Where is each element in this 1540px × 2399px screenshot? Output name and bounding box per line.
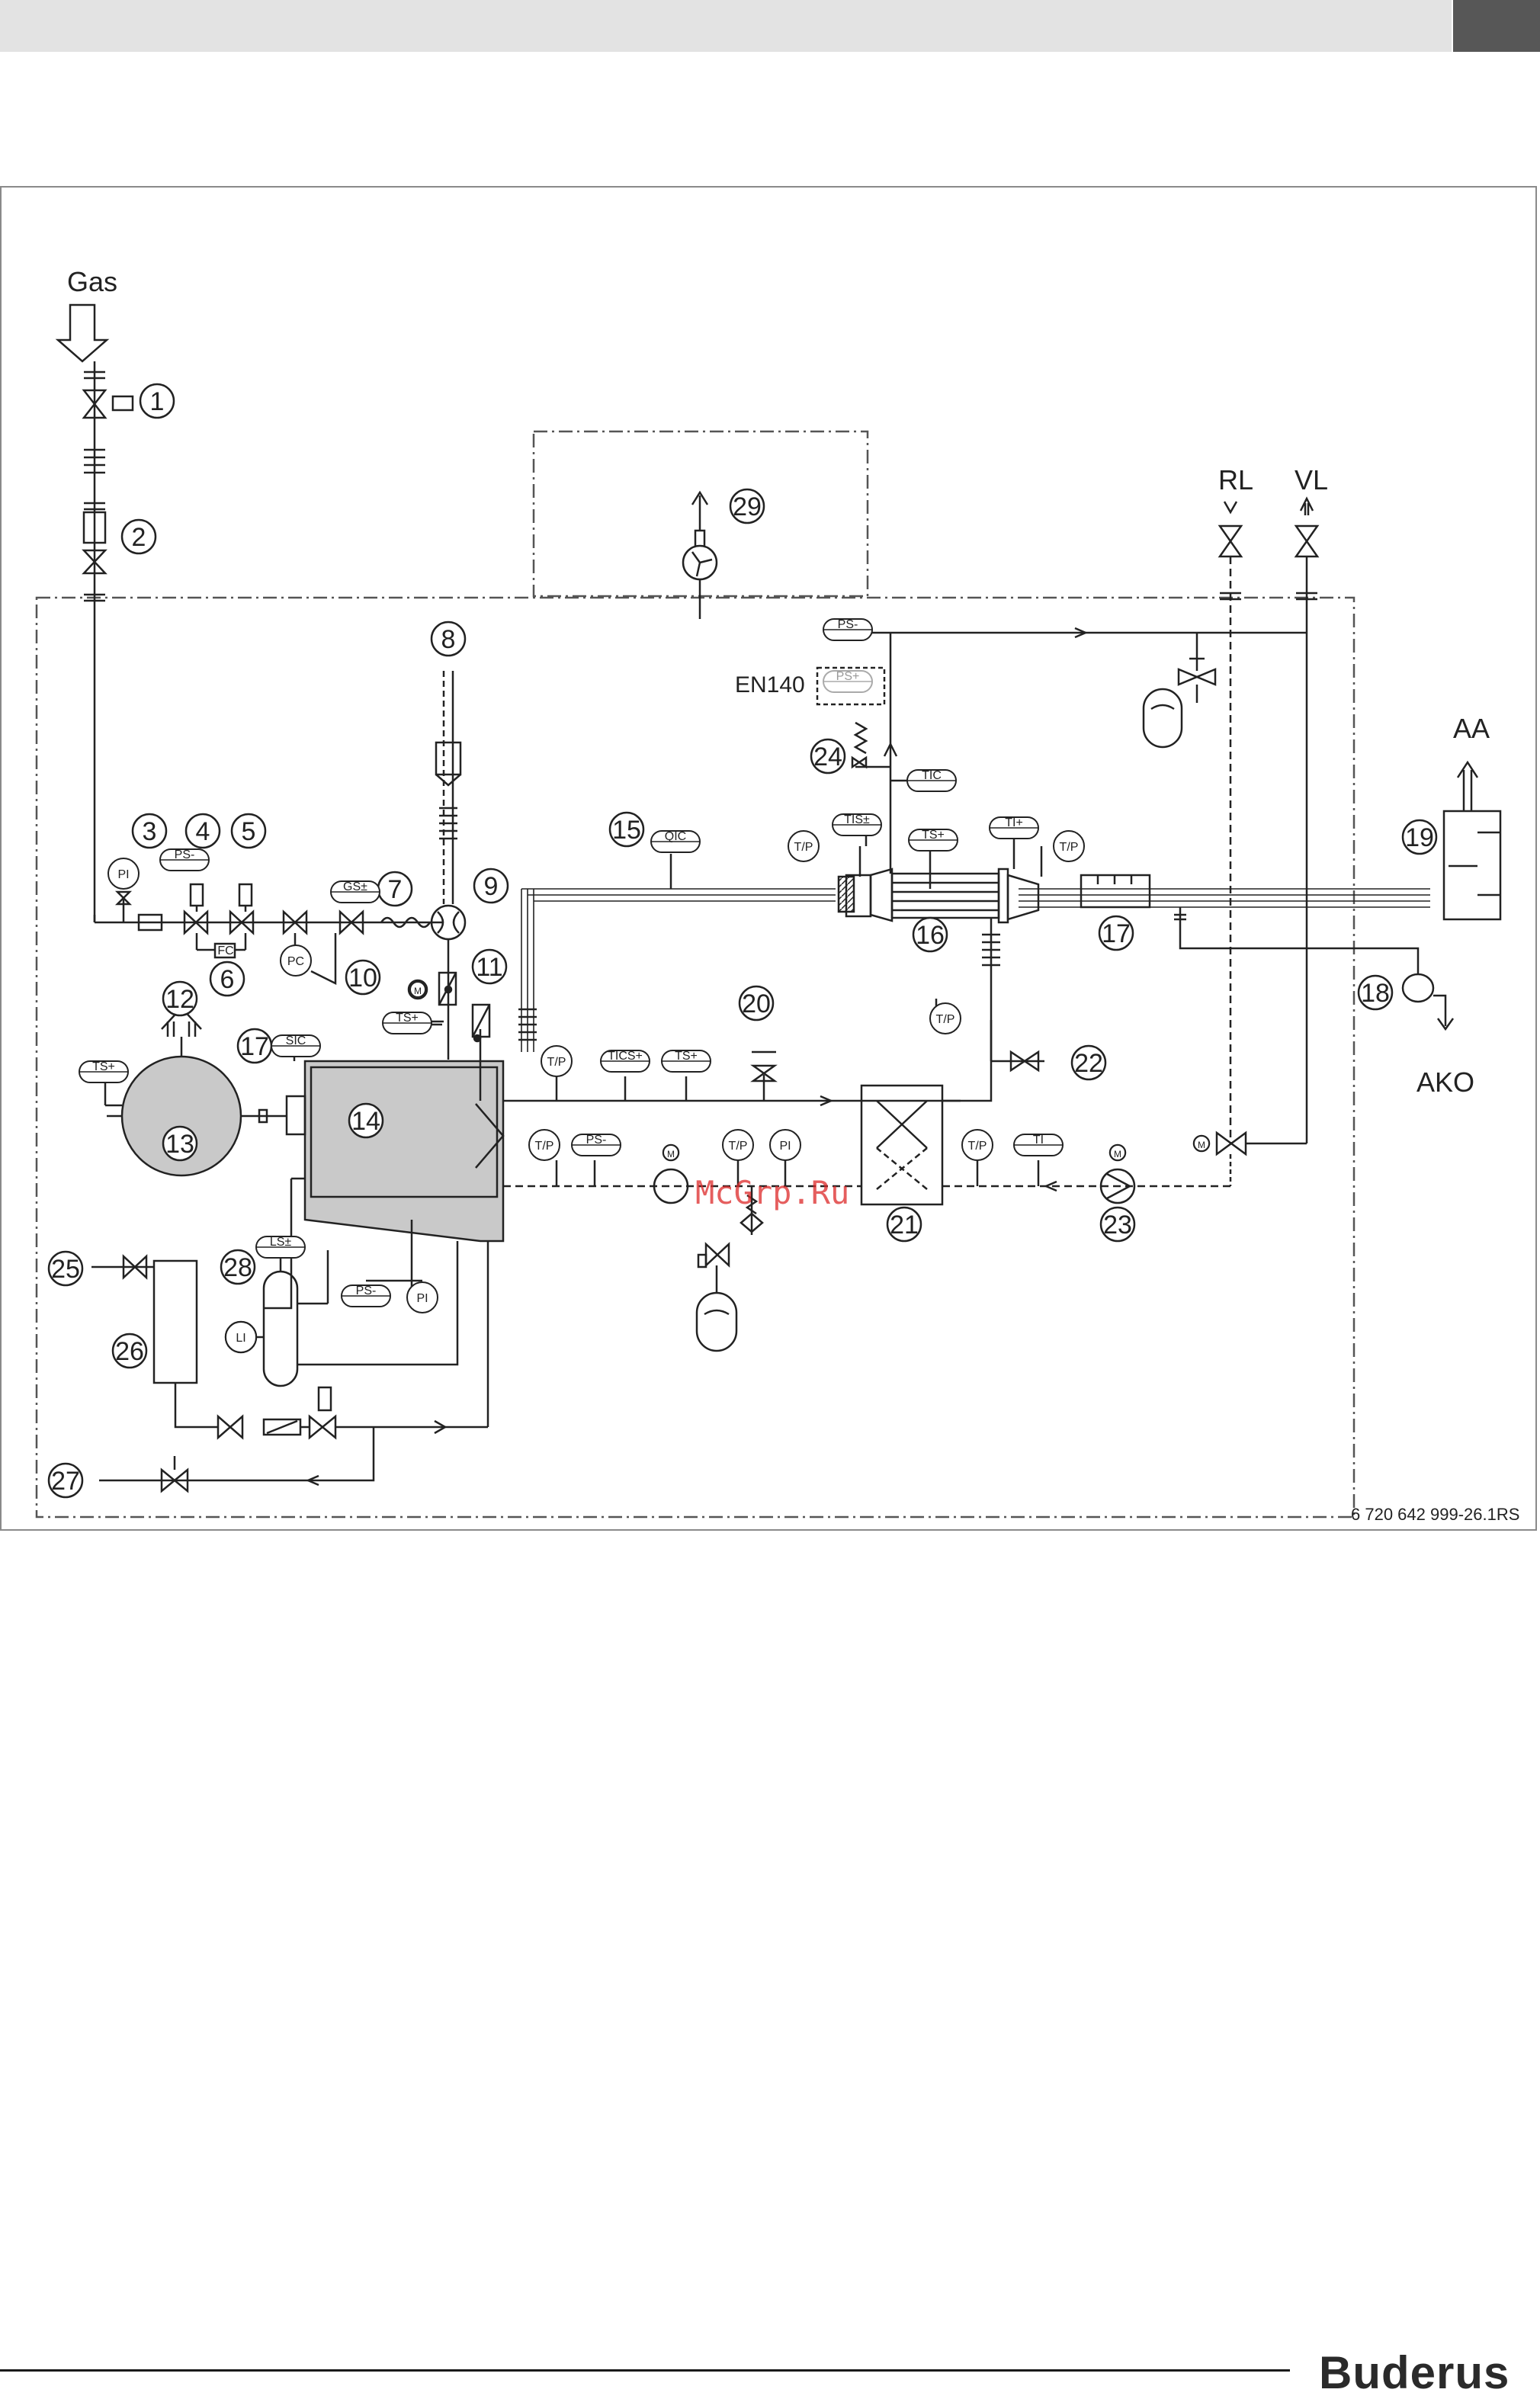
figure-reference: 6 720 642 999-26.1RS [1351, 1505, 1519, 1524]
footer-rule [0, 2369, 1290, 2372]
figure-ref-layer: 6 720 642 999-26.1RS [0, 0, 1540, 1540]
